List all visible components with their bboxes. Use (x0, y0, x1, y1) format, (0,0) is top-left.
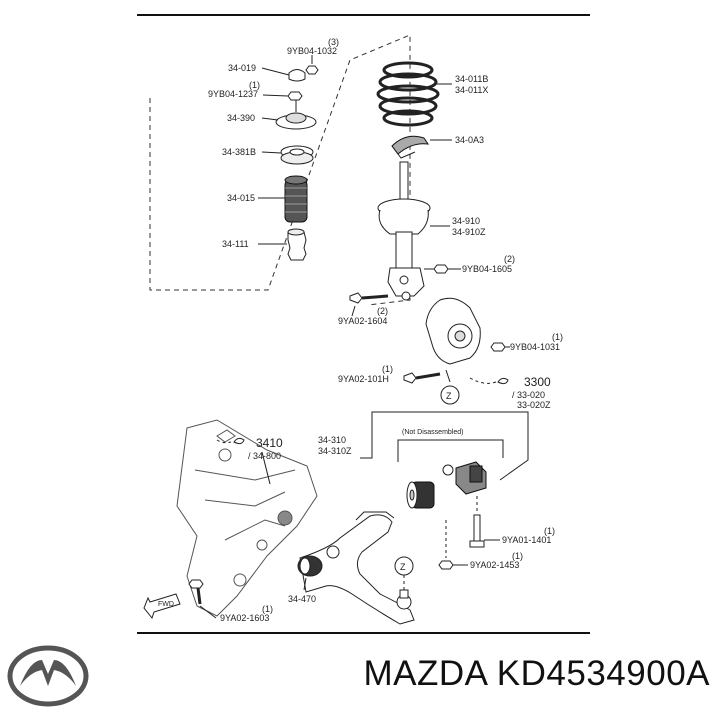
label-34-0a3: 34-0A3 (455, 135, 484, 145)
label-9ya02-1603-qty: (1) (262, 604, 273, 614)
bolt-1401-part (469, 496, 485, 548)
label-9yb04-1032: 9YB04-1032 (287, 46, 337, 56)
bolt-101h-part (403, 372, 441, 384)
label-9ya01-1401-qty: (1) (544, 526, 555, 536)
label-34-800: / 34-800 (248, 451, 281, 461)
label-9ya02-1604: 9YA02-1604 (338, 316, 387, 326)
label-9yb04-1031: 9YB04-1031 (510, 342, 560, 352)
z-marker-1-label: Z (446, 391, 452, 401)
group-dashed-outline (149, 34, 411, 306)
label-9ya02-101h-qty: (1) (382, 364, 393, 374)
label-34-111: 34-111 (222, 239, 249, 249)
z-marker-2: Z (394, 556, 414, 576)
footer: MAZDA KD4534900A (0, 640, 720, 720)
subframe-part (176, 419, 318, 617)
label-34-381b: 34-381B (222, 147, 256, 157)
label-9yb04-1032-qty: (3) (328, 37, 339, 47)
nut-1605-part (424, 264, 449, 274)
bolt-1603-part (188, 579, 204, 605)
label-9yb04-1237-qty: (1) (249, 80, 260, 90)
label-33-020: / 33-020 (512, 390, 545, 400)
nut-1031-part (490, 342, 506, 352)
mount-34-390-part (275, 100, 317, 130)
label-9ya02-1453-qty: (1) (512, 551, 523, 561)
label-34-011b: 34-011B (455, 74, 488, 84)
not-disassembled-bracket (397, 439, 504, 462)
nut-1237-part (287, 91, 303, 101)
coil-spring-34-011-part (376, 61, 440, 127)
label-34-011x: 34-011X (455, 85, 488, 95)
bushing-front-part (406, 481, 435, 509)
label-9yb04-1237: 9YB04-1237 (208, 89, 258, 99)
label-34-910: 34-910 (452, 216, 480, 226)
label-34-019: 34-019 (228, 63, 256, 73)
label-9ya01-1401: 9YA01-1401 (502, 535, 551, 545)
z-marker-1: Z (440, 385, 460, 405)
label-34-310z: 34-310Z (318, 446, 352, 456)
label-34-310: 34-310 (318, 435, 346, 445)
label-9ya02-1604-qty: (2) (377, 306, 388, 316)
knuckle-part (425, 297, 481, 383)
bearing-34-381b-part (280, 145, 314, 165)
ref-3410-icon (233, 437, 245, 445)
lower-arm-bracket (360, 411, 529, 481)
part-number-title: MAZDA KD4534900A (363, 654, 710, 693)
z-marker-2-label: Z (400, 562, 406, 572)
label-3300: 3300 (524, 375, 551, 389)
label-3410: 3410 (256, 436, 283, 450)
bellows-34-015-part (284, 175, 308, 223)
label-9yb04-1031-qty: (1) (552, 332, 563, 342)
bushing-rear-part (442, 461, 487, 495)
label-9ya02-101h: 9YA02-101H (338, 374, 389, 384)
label-9ya02-1453: 9YA02-1453 (470, 560, 519, 570)
label-9yb04-1605-qty: (2) (504, 254, 515, 264)
label-9ya02-1603: 9YA02-1603 (220, 613, 269, 623)
bump-stop-34-111-part (287, 228, 307, 261)
label-9yb04-1605: 9YB04-1605 (462, 264, 512, 274)
cap-34-019-part (288, 69, 306, 82)
label-34-910z: 34-910Z (452, 227, 486, 237)
nut-1453-part (438, 520, 454, 570)
fwd-arrow-icon (143, 593, 181, 620)
label-not-disassembled: (Not Disassembled) (402, 429, 463, 436)
strut-34-910-part (377, 161, 431, 301)
ref-3300-icon (497, 377, 509, 385)
label-33-020z: 33-020Z (517, 400, 551, 410)
spring-seat-34-0a3-part (391, 135, 430, 159)
lower-arm-part (297, 511, 415, 625)
bolt-1604-part (349, 292, 389, 304)
label-34-470: 34-470 (288, 594, 316, 604)
nut-1032-part (305, 55, 319, 75)
mazda-logo-icon (7, 645, 89, 707)
label-34-390: 34-390 (227, 113, 255, 123)
label-34-015: 34-015 (227, 193, 255, 203)
fwd-label: FWD (158, 601, 174, 608)
